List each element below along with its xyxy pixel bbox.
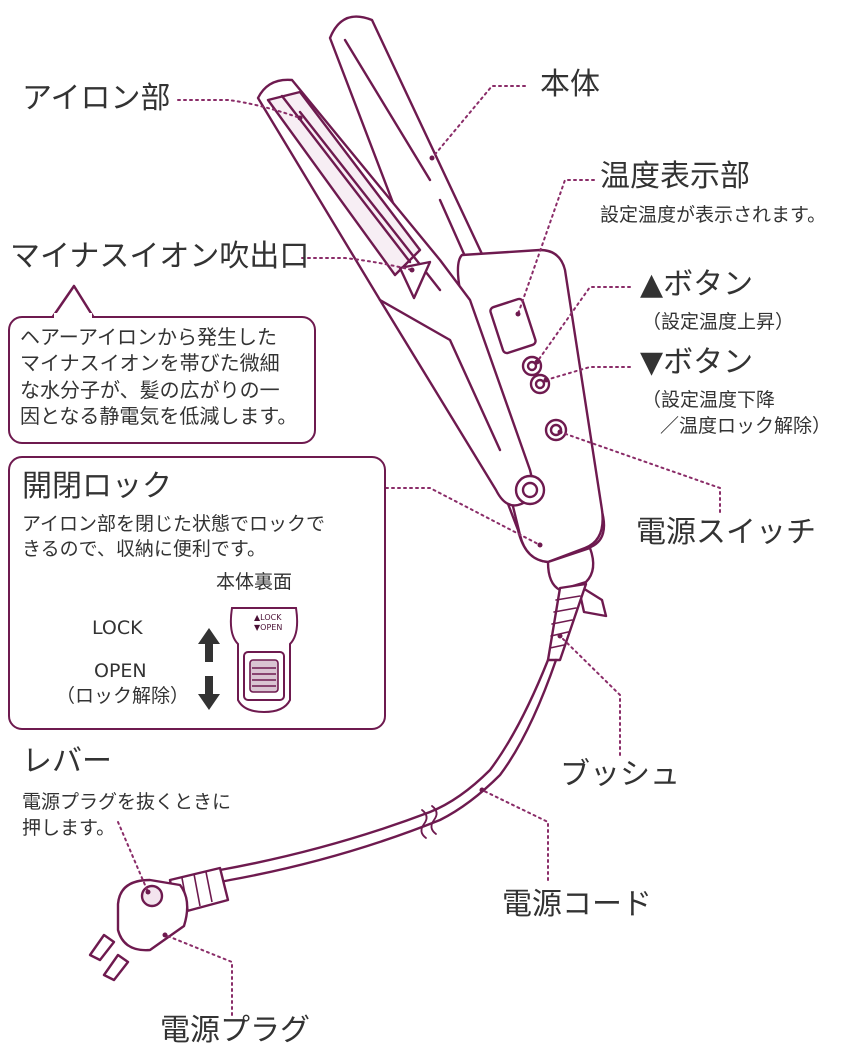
leader-power-switch xyxy=(559,431,721,513)
up-button-shape xyxy=(521,355,543,377)
leader-ion-outlet xyxy=(301,257,413,271)
label-power-switch: 電源スイッチ xyxy=(636,515,816,550)
plug-lever xyxy=(140,884,164,908)
label-down-button-title: ▼ボタン xyxy=(640,345,754,380)
lock-info-box: 開閉ロック アイロン部を閉じた状態でロックで きるので、収納に便利です。 本体裏… xyxy=(8,456,386,730)
label-down-button-desc-2: ／温度ロック解除） xyxy=(660,415,832,437)
open-note: （ロック解除） xyxy=(56,685,190,707)
label-power-cord: 電源コード xyxy=(502,887,652,922)
label-up-button-title: ▲ボタン xyxy=(640,267,754,302)
lock-switch-drawing xyxy=(229,607,299,714)
switch-open-text: ▼OPEN xyxy=(254,623,283,632)
label-lever-title: レバー xyxy=(22,744,112,779)
ion-note-line: ヘアーアイロンから発生した xyxy=(20,325,277,349)
leader-down-button xyxy=(545,366,631,381)
pointer-gap xyxy=(54,313,92,319)
lock-lever xyxy=(514,474,546,506)
switch-lock-text: ▲LOCK xyxy=(254,613,282,622)
leader-lock xyxy=(385,487,541,546)
label-bushing: ブッシュ xyxy=(560,757,680,792)
label-temp-display-desc: 設定温度が表示されます。 xyxy=(600,204,827,226)
plug-prong-2 xyxy=(102,953,130,982)
label-temp-display-title: 温度表示部 xyxy=(600,159,750,194)
ion-note-line: 因となる静電気を低減します。 xyxy=(20,404,298,429)
leader-cord xyxy=(481,789,549,881)
leader-plug xyxy=(164,934,233,1016)
handle-end-cap xyxy=(546,546,595,592)
plug-prong-1 xyxy=(88,933,116,962)
lock-box-desc-2: きるので、収納に便利です。 xyxy=(22,538,266,560)
label-iron-part: アイロン部 xyxy=(22,81,171,116)
open-label: OPEN xyxy=(94,660,147,682)
ion-outlet xyxy=(398,260,432,300)
leader-temp-display xyxy=(517,179,595,315)
power-switch-shape xyxy=(544,418,568,442)
label-down-button-desc-1: （設定温度下降 xyxy=(642,389,776,411)
lock-box-title: 開閉ロック xyxy=(22,469,172,504)
temp-display-window xyxy=(489,297,537,355)
plug-body xyxy=(116,878,189,952)
label-minus-ion-outlet: マイナスイオン吹出口 xyxy=(10,239,310,274)
lock-box-back-label: 本体裏面 xyxy=(216,571,293,593)
ion-note-box: ヘアーアイロンから発生した マイナスイオンを帯びた微細 な水分子が、髪の広がりの… xyxy=(8,316,316,444)
label-power-plug: 電源プラグ xyxy=(160,1013,310,1048)
label-up-button-desc: （設定温度上昇） xyxy=(642,311,795,333)
label-lever-desc-2: 押します。 xyxy=(22,817,116,839)
ion-note-pointer xyxy=(50,284,96,319)
ion-note-line: な水分子が、髪の広がりの一 xyxy=(20,377,280,402)
leader-bushing xyxy=(559,635,621,756)
label-lever-desc-1: 電源プラグを抜くときに xyxy=(22,791,232,813)
up-down-arrows-icon xyxy=(198,628,220,710)
iron-plate xyxy=(266,90,422,277)
ion-note-line: マイナスイオンを帯びた微細 xyxy=(20,351,280,376)
lock-box-desc-1: アイロン部を閉じた状態でロックで xyxy=(22,513,326,535)
leader-up-button xyxy=(536,286,631,363)
leader-body xyxy=(431,85,526,159)
lock-label: LOCK xyxy=(92,617,143,639)
leader-iron-part xyxy=(177,99,301,119)
iron-handle xyxy=(456,248,604,564)
leader-lever xyxy=(117,821,149,893)
label-body: 本体 xyxy=(540,67,600,102)
